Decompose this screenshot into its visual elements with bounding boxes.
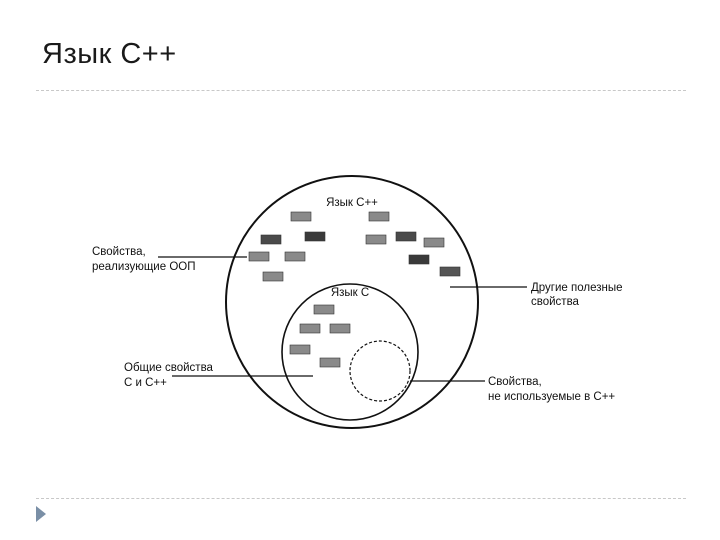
feature-mark [289, 344, 311, 355]
feature-mark [395, 231, 417, 242]
feature-mark [319, 357, 341, 368]
c-inner-circle [281, 283, 419, 421]
cpp-circle-label: Язык С++ [326, 197, 378, 209]
unused-features-dashed-circle [349, 340, 411, 402]
feature-mark [365, 234, 387, 245]
callout-oop-line2: реализующие ООП [92, 261, 195, 273]
callout-oop-line1: Свойства, [92, 246, 146, 258]
c-circle-label: Язык С [331, 287, 369, 299]
top-divider [36, 90, 686, 91]
callout-common-line2: С и С++ [124, 377, 167, 389]
callout-unused-line2: не используемые в С++ [488, 391, 615, 403]
feature-mark [439, 266, 461, 277]
callout-other-line1: Другие полезные [531, 282, 623, 294]
feature-mark [260, 234, 282, 245]
triangle-right-icon[interactable] [36, 506, 46, 522]
feature-mark [299, 323, 321, 334]
feature-mark [248, 251, 270, 262]
bottom-divider [36, 498, 686, 499]
feature-marks [248, 211, 461, 368]
cpp-outer-circle [225, 175, 479, 429]
feature-mark [408, 254, 430, 265]
feature-mark [262, 271, 284, 282]
feature-mark [290, 211, 312, 222]
callout-common-line1: Общие свойства [124, 362, 214, 374]
feature-mark [329, 323, 351, 334]
feature-mark [313, 304, 335, 315]
callout-leader-lines [158, 256, 527, 382]
callout-other-line2: свойства [531, 296, 580, 308]
feature-mark [423, 237, 445, 248]
callout-unused-line1: Свойства, [488, 376, 542, 388]
feature-mark [304, 231, 326, 242]
feature-mark [368, 211, 390, 222]
slide-title: Язык С++ [42, 38, 177, 70]
feature-mark [284, 251, 306, 262]
